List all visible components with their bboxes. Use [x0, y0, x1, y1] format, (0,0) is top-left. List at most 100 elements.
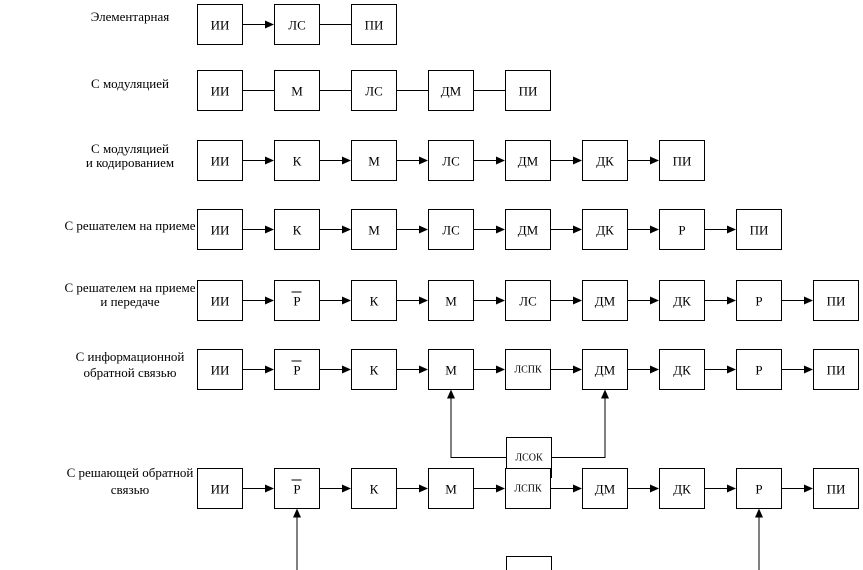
block-unit: ЛСПК — [505, 349, 551, 390]
block-unit-label: ЛС — [288, 18, 306, 33]
arrow-right-icon — [650, 156, 659, 165]
block-source: ИИ — [197, 70, 243, 111]
block-source: ИИ — [197, 280, 243, 321]
row-label: Элементарная — [91, 9, 169, 24]
block-receiver-label: ПИ — [519, 84, 538, 99]
block-unit-label: Р — [755, 482, 762, 497]
arrow-right-icon — [573, 365, 582, 374]
block-source-label: ИИ — [211, 84, 230, 99]
block-feedback-channel-label: ЛСОК — [515, 453, 543, 464]
arrow-up-icon — [601, 389, 609, 399]
block-unit: К — [274, 140, 320, 181]
block-unit-label: Р — [755, 294, 762, 309]
block-receiver: ПИ — [659, 140, 705, 181]
block-unit: К — [351, 468, 397, 509]
block-source-label: ИИ — [211, 482, 230, 497]
block-unit-label: ДК — [673, 363, 691, 378]
feedback-line — [450, 398, 506, 458]
block-unit-label: М — [445, 294, 457, 309]
arrow-right-icon — [419, 296, 428, 305]
arrow-right-icon — [342, 296, 351, 305]
block-receiver: ПИ — [813, 349, 859, 390]
block-unit-label: ЛС — [442, 223, 460, 238]
block-receiver-label: ПИ — [365, 18, 384, 33]
arrow-right-icon — [727, 365, 736, 374]
arrow-right-icon — [496, 156, 505, 165]
arrow-right-icon — [265, 156, 274, 165]
block-unit: М — [428, 468, 474, 509]
row-label: С информационной — [76, 349, 185, 364]
arrow-right-icon — [342, 156, 351, 165]
block-unit: ДМ — [505, 140, 551, 181]
block-unit-label: М — [291, 84, 303, 99]
block-unit-label: ДК — [673, 294, 691, 309]
block-source: ИИ — [197, 349, 243, 390]
arrow-right-icon — [496, 365, 505, 374]
block-unit-label: ЛС — [365, 84, 383, 99]
block-unit-label: ДМ — [518, 154, 539, 169]
arrow-right-icon — [650, 365, 659, 374]
arrow-right-icon — [265, 225, 274, 234]
block-unit: ЛС — [428, 209, 474, 250]
block-unit-label: ДК — [673, 482, 691, 497]
block-unit: Р — [274, 349, 320, 390]
block-unit: ДМ — [582, 349, 628, 390]
arrow-up-icon — [755, 508, 763, 518]
block-source-label: ИИ — [211, 294, 230, 309]
block-unit-label: ДМ — [595, 294, 616, 309]
arrow-right-icon — [419, 156, 428, 165]
block-unit-label: К — [370, 363, 379, 378]
arrow-right-icon — [342, 484, 351, 493]
block-source: ИИ — [197, 468, 243, 509]
block-unit: Р — [274, 468, 320, 509]
arrow-right-icon — [265, 20, 274, 29]
row-label: и кодированием — [86, 155, 174, 170]
block-unit-label: ЛСПК — [514, 365, 542, 376]
block-unit-label: К — [370, 482, 379, 497]
arrow-right-icon — [496, 225, 505, 234]
block-receiver-label: ПИ — [827, 363, 846, 378]
block-unit: ДМ — [582, 280, 628, 321]
block-source: ИИ — [197, 209, 243, 250]
block-unit: М — [428, 280, 474, 321]
block-unit-label: ДМ — [595, 482, 616, 497]
block-receiver-label: ПИ — [827, 482, 846, 497]
block-unit-label: ЛС — [442, 154, 460, 169]
block-unit-label: Р — [293, 482, 300, 497]
block-source-label: ИИ — [211, 223, 230, 238]
arrow-right-icon — [804, 365, 813, 374]
block-unit-label: Р — [293, 363, 300, 378]
row-label: С решателем на приеме — [65, 280, 196, 295]
arrow-right-icon — [573, 156, 582, 165]
block-source: ИИ — [197, 4, 243, 45]
block-source: ИИ — [197, 140, 243, 181]
arrow-right-icon — [342, 365, 351, 374]
block-unit-label: ДМ — [518, 223, 539, 238]
arrow-right-icon — [573, 296, 582, 305]
block-unit: ЛСПК — [505, 468, 551, 509]
block-unit: М — [428, 349, 474, 390]
structure-row: Элементарная ИИ ЛС ПИ — [91, 4, 397, 45]
arrow-up-icon — [293, 508, 301, 518]
block-unit-label: К — [293, 154, 302, 169]
block-unit: Р — [736, 468, 782, 509]
arrow-right-icon — [727, 296, 736, 305]
arrow-right-icon — [650, 484, 659, 493]
block-unit: ДК — [659, 280, 705, 321]
block-unit-label: ЛС — [519, 294, 537, 309]
block-unit-label: М — [368, 154, 380, 169]
block-unit-label: Р — [678, 223, 685, 238]
row-label: С решающей обратной — [67, 465, 194, 480]
block-unit: К — [351, 349, 397, 390]
arrow-right-icon — [650, 296, 659, 305]
block-unit-label: ДМ — [595, 363, 616, 378]
arrow-up-icon — [447, 389, 455, 399]
block-unit-label: К — [370, 294, 379, 309]
